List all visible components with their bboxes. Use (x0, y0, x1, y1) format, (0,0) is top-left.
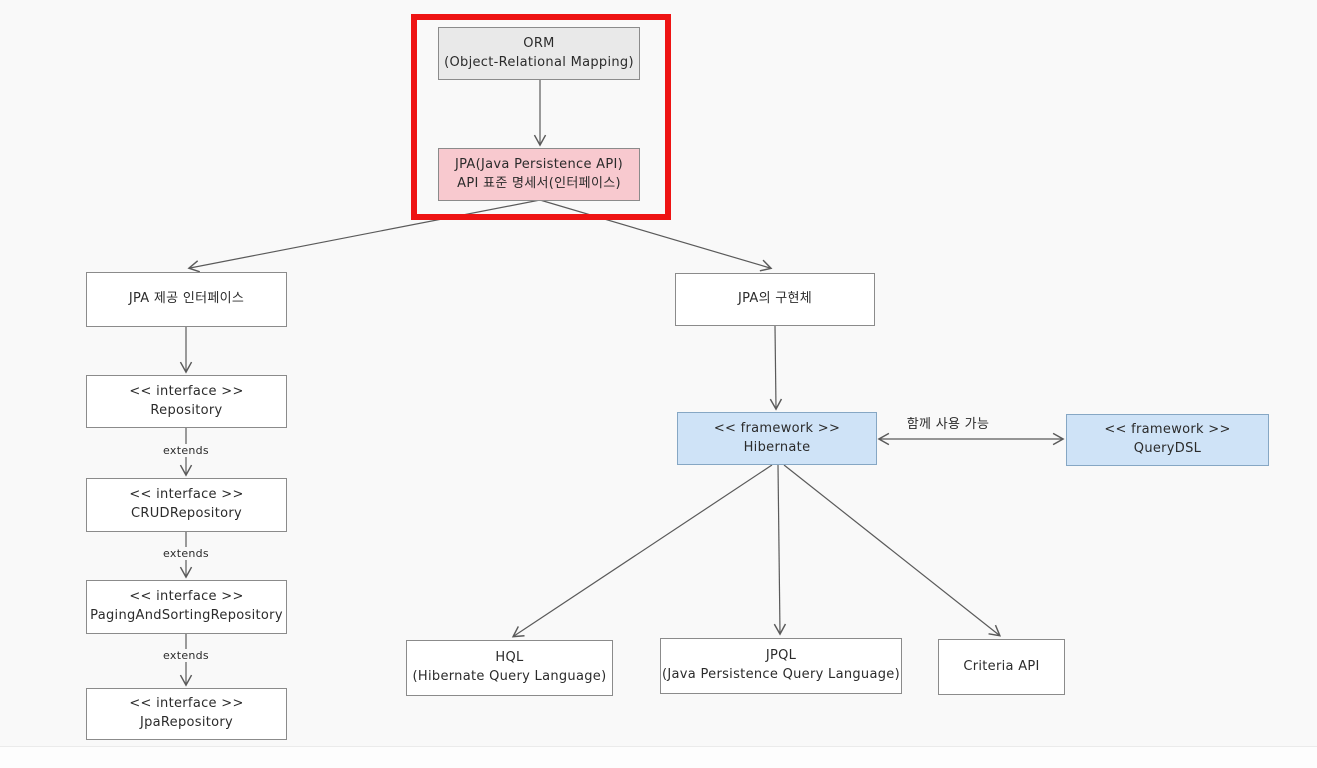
node-hibernate-title: Hibernate (743, 439, 811, 455)
edge-hibernate-to-jpql (773, 464, 787, 636)
node-querydsl: << framework >> QueryDSL (1066, 414, 1269, 466)
node-jpa: JPA(Java Persistence API) API 표준 명세서(인터페… (438, 148, 640, 201)
node-jpa-title: JPA(Java Persistence API) (454, 156, 624, 172)
node-criteria-title: Criteria API (963, 658, 1040, 674)
node-paging-title: PagingAndSortingRepository (90, 608, 283, 623)
node-hql-title: HQL (495, 650, 524, 666)
node-repository-title: Repository (150, 402, 223, 418)
node-paging-stereotype: << interface >> (129, 589, 244, 605)
node-orm-title: ORM (523, 35, 555, 51)
node-jpa-subtitle: API 표준 명세서(인터페이스) (457, 175, 621, 191)
node-querydsl-title: QueryDSL (1133, 441, 1202, 456)
node-querydsl-stereotype: << framework >> (1104, 422, 1231, 438)
edge-label-extends-2: extends (160, 547, 212, 560)
node-jpql-title: JPQL (765, 648, 797, 664)
node-paging-and-sorting-repository: << interface >> PagingAndSortingReposito… (86, 580, 287, 634)
node-hql-subtitle: (Hibernate Query Language) (412, 669, 607, 684)
edge-jpa-to-impl (539, 199, 773, 272)
node-jparepo-title: JpaRepository (139, 715, 234, 730)
node-crud-repository: << interface >> CRUDRepository (86, 478, 287, 532)
node-jparepo-stereotype: << interface >> (129, 696, 244, 712)
node-jpa-interfaces: JPA 제공 인터페이스 (86, 272, 287, 327)
node-jpql: JPQL (Java Persistence Query Language) (660, 638, 902, 694)
edge-hibernate-to-criteria (783, 464, 1002, 637)
edge-jpa-to-interfaces (187, 199, 541, 273)
node-crud-stereotype: << interface >> (129, 487, 244, 503)
node-crud-title: CRUDRepository (131, 506, 242, 521)
node-jpql-subtitle: (Java Persistence Query Language) (662, 667, 900, 682)
node-jpa-impl: JPA의 구현체 (675, 273, 875, 326)
node-jpa-interfaces-title: JPA 제공 인터페이스 (128, 291, 245, 307)
node-repository-stereotype: << interface >> (129, 383, 244, 399)
node-repository: << interface >> Repository (86, 375, 287, 428)
node-orm: ORM (Object-Relational Mapping) (438, 27, 640, 80)
footer-strip (0, 746, 1317, 768)
node-jpa-repository: << interface >> JpaRepository (86, 688, 287, 740)
edge-label-together: 함께 사용 가능 (906, 417, 990, 432)
edge-hibernate-to-hql (511, 464, 773, 638)
node-impl-title: JPA의 구현체 (737, 291, 813, 307)
edge-label-extends-1: extends (160, 444, 212, 457)
node-hibernate: << framework >> Hibernate (677, 412, 877, 465)
node-hibernate-stereotype: << framework >> (713, 420, 841, 436)
node-hql: HQL (Hibernate Query Language) (406, 640, 613, 696)
edge-label-extends-3: extends (160, 649, 212, 662)
edge-impl-to-hibernate (769, 325, 783, 411)
node-criteria-api: Criteria API (938, 639, 1065, 695)
node-orm-subtitle: (Object-Relational Mapping) (444, 54, 634, 70)
